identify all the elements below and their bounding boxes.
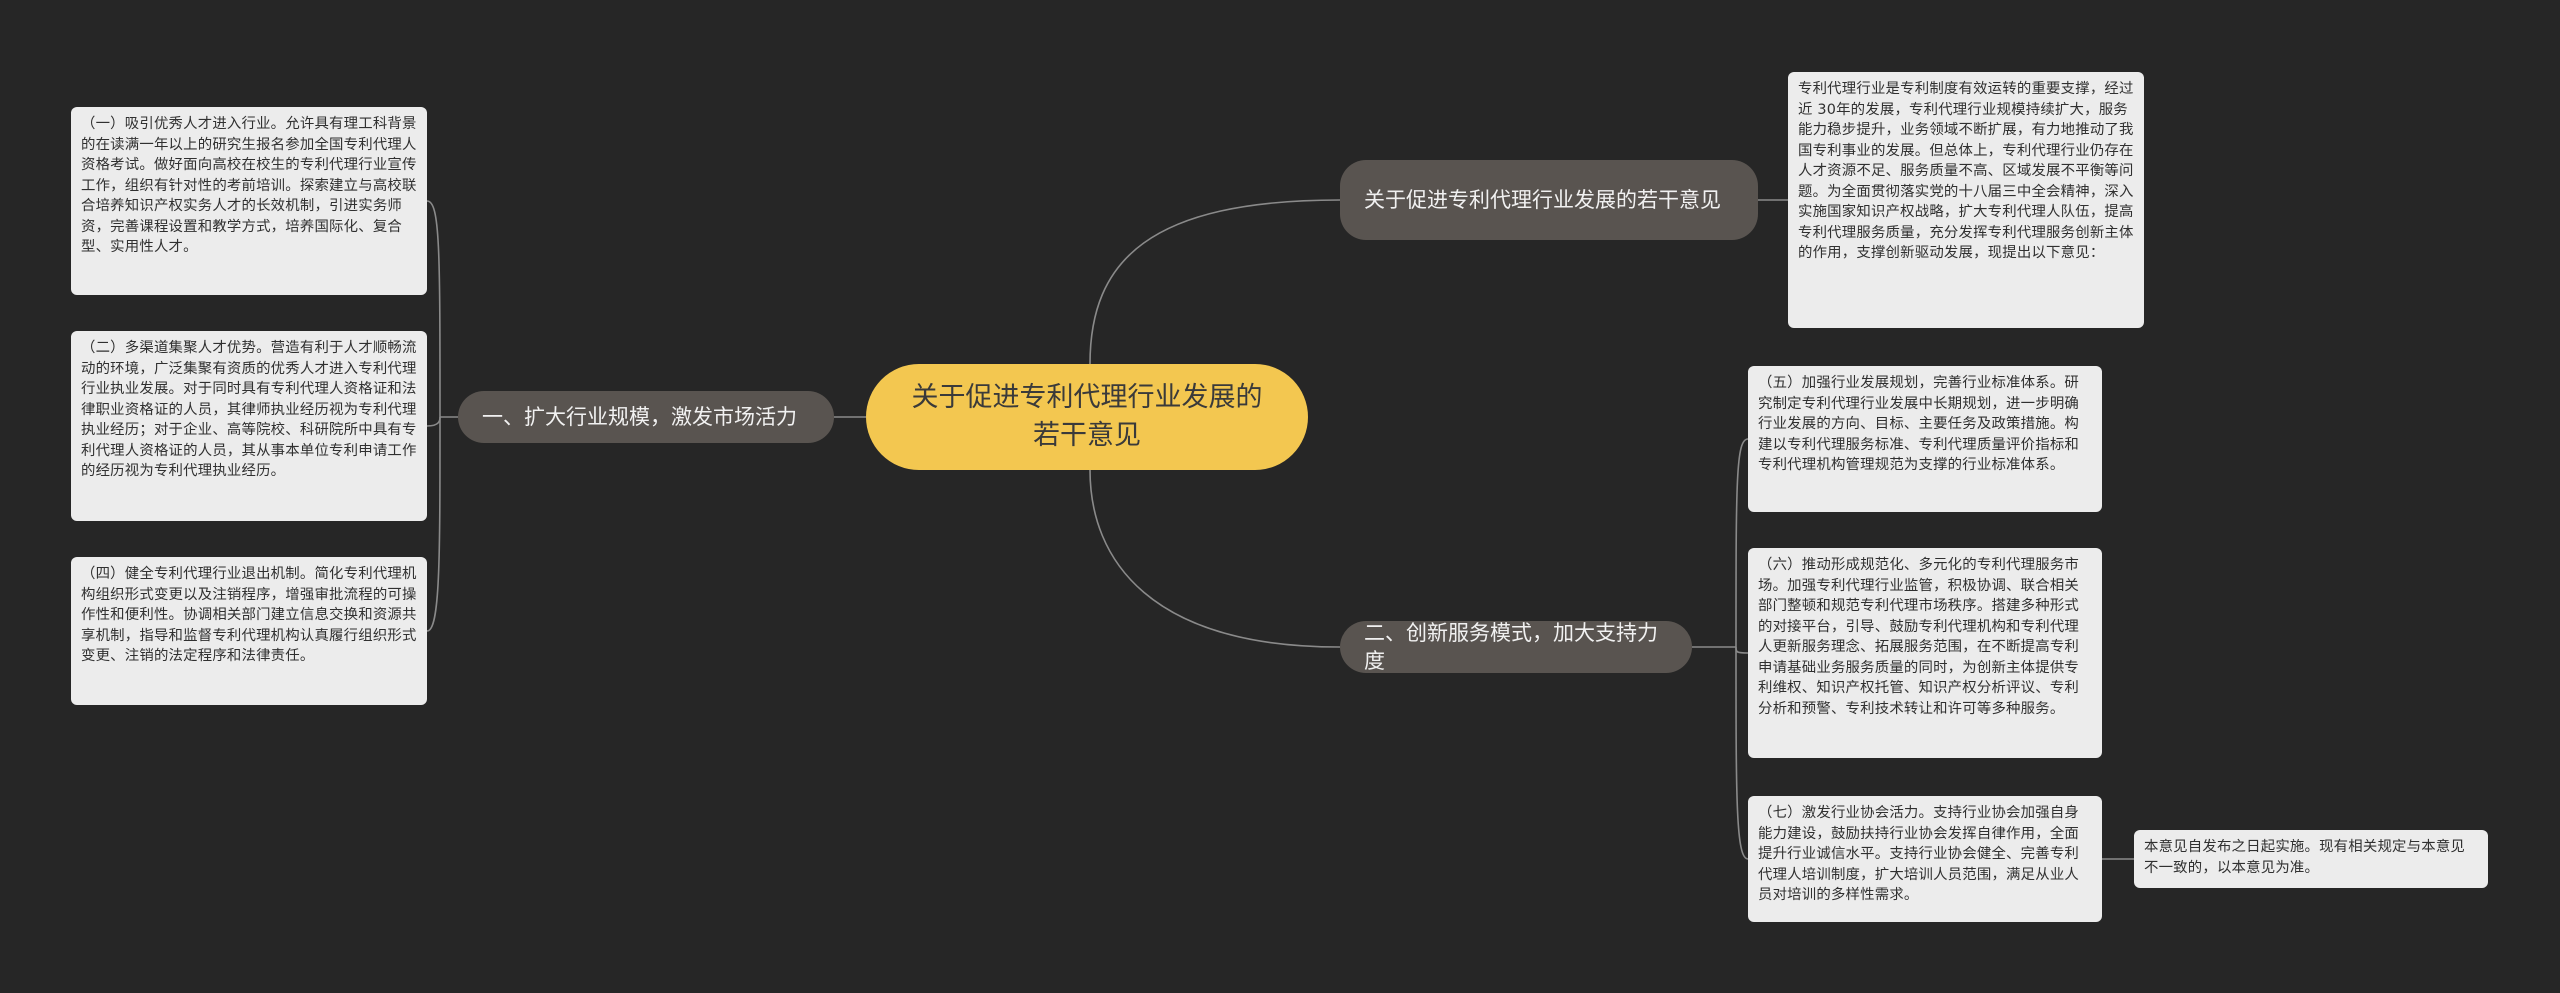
leaf-item-2-body: （二）多渠道集聚人才优势。营造有利于人才顺畅流动的环境，广泛集聚有资质的优秀人才… <box>81 340 417 479</box>
connector-line <box>426 416 441 427</box>
connector-line <box>1735 438 1749 648</box>
root-topic[interactable]: 关于促进专利代理行业发展的若干意见 <box>866 364 1308 470</box>
connector-line <box>1735 646 1749 860</box>
leaf-effective-date-body: 本意见自发布之日起实施。现有相关规定与本意见不一致的，以本意见为准。 <box>2144 839 2465 876</box>
leaf-item-1[interactable]: （一）吸引优秀人才进入行业。允许具有理工科背景的在读满一年以上的研究生报名参加全… <box>71 107 427 295</box>
leaf-item-7[interactable]: （七）激发行业协会活力。支持行业协会加强自身能力建设，鼓励扶持行业协会发挥自律作… <box>1748 796 2102 922</box>
root-topic-label: 关于促进专利代理行业发展的若干意见 <box>911 382 1263 451</box>
branch-innovate-services-label: 二、创新服务模式，加大支持力度 <box>1364 621 1658 673</box>
leaf-item-6-body: （六）推动形成规范化、多元化的专利代理服务市场。加强专利代理行业监管，积极协调、… <box>1758 557 2079 717</box>
leaf-effective-date[interactable]: 本意见自发布之日起实施。现有相关规定与本意见不一致的，以本意见为准。 <box>2134 830 2488 888</box>
leaf-item-4[interactable]: （四）健全专利代理行业退出机制。简化专利代理机构组织形式变更以及注销程序，增强审… <box>71 557 427 705</box>
leaf-intro-text-body: 专利代理行业是专利制度有效运转的重要支撑，经过近 30年的发展，专利代理行业规模… <box>1798 81 2134 261</box>
connector-line <box>1089 199 1341 365</box>
leaf-item-6[interactable]: （六）推动形成规范化、多元化的专利代理服务市场。加强专利代理行业监管，积极协调、… <box>1748 548 2102 758</box>
leaf-item-5[interactable]: （五）加强行业发展规划，完善行业标准体系。研究制定专利代理行业发展中长期规划，进… <box>1748 366 2102 512</box>
branch-expand-industry-label: 一、扩大行业规模，激发市场活力 <box>482 405 797 429</box>
connector-line <box>426 200 441 418</box>
leaf-item-5-body: （五）加强行业发展规划，完善行业标准体系。研究制定专利代理行业发展中长期规划，进… <box>1758 375 2079 473</box>
branch-intro-label: 关于促进专利代理行业发展的若干意见 <box>1364 188 1721 212</box>
connector-line <box>426 416 441 632</box>
leaf-item-1-body: （一）吸引优秀人才进入行业。允许具有理工科背景的在读满一年以上的研究生报名参加全… <box>81 116 417 255</box>
leaf-item-7-body: （七）激发行业协会活力。支持行业协会加强自身能力建设，鼓励扶持行业协会发挥自律作… <box>1758 805 2079 903</box>
branch-innovate-services[interactable]: 二、创新服务模式，加大支持力度 <box>1340 621 1692 673</box>
connector-line <box>1735 646 1749 654</box>
connector-line <box>1089 469 1341 648</box>
leaf-intro-text[interactable]: 专利代理行业是专利制度有效运转的重要支撑，经过近 30年的发展，专利代理行业规模… <box>1788 72 2144 328</box>
leaf-item-2[interactable]: （二）多渠道集聚人才优势。营造有利于人才顺畅流动的环境，广泛集聚有资质的优秀人才… <box>71 331 427 521</box>
leaf-item-4-body: （四）健全专利代理行业退出机制。简化专利代理机构组织形式变更以及注销程序，增强审… <box>81 566 417 664</box>
branch-expand-industry[interactable]: 一、扩大行业规模，激发市场活力 <box>458 391 834 443</box>
branch-intro[interactable]: 关于促进专利代理行业发展的若干意见 <box>1340 160 1758 240</box>
